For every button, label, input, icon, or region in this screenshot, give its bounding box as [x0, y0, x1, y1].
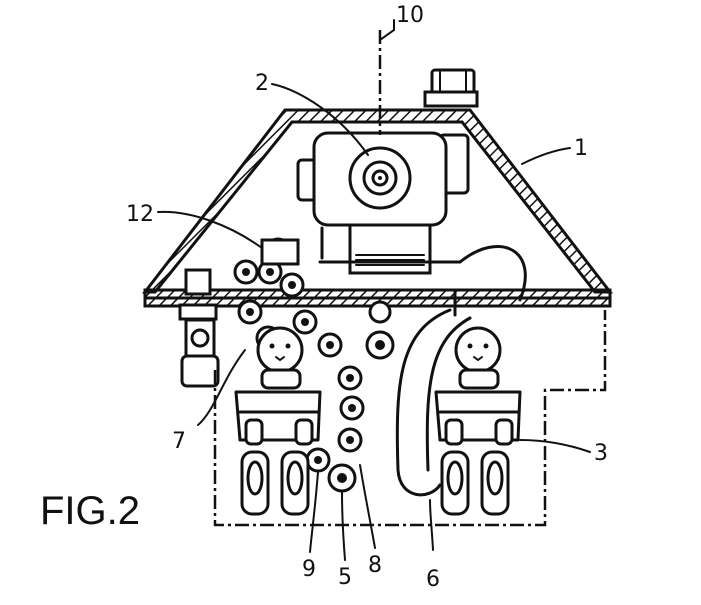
ref-numeral-8: 8: [368, 553, 382, 578]
ref-numeral-10: 10: [396, 3, 424, 28]
ref-numeral-3: 3: [594, 441, 608, 466]
chain-roller: [337, 365, 363, 391]
chain-roller: [233, 259, 259, 285]
chain-roller: [317, 332, 343, 358]
figure-label: FIG.2: [40, 489, 140, 533]
frame-outline: [213, 310, 607, 527]
operator-figure-left: [234, 326, 322, 516]
chain-roller: [279, 272, 305, 298]
chain-roller: [305, 447, 331, 473]
idler-roller: [365, 330, 395, 360]
chain: [233, 237, 395, 493]
ref-numeral-1: 1: [574, 136, 588, 161]
chain-roller: [327, 463, 357, 493]
motor: [296, 131, 470, 275]
idler-roller: [368, 300, 392, 324]
sensor-block: [260, 238, 300, 266]
top-fitting: [423, 68, 479, 108]
operator-figure-right: [434, 326, 522, 516]
ref-numeral-12: 12: [126, 202, 154, 227]
ref-numeral-5: 5: [338, 565, 352, 590]
chain-roller: [337, 427, 363, 453]
chain-roller: [237, 299, 263, 325]
ref-numeral-9: 9: [302, 557, 316, 582]
leader-lines: [157, 19, 591, 561]
chain-roller: [292, 309, 318, 335]
flex-hose: [395, 245, 527, 497]
bolt-assembly: [178, 268, 220, 388]
chain-roller: [339, 395, 365, 421]
ref-numeral-7: 7: [172, 429, 186, 454]
ref-numeral-6: 6: [426, 567, 440, 592]
ref-numeral-2: 2: [255, 71, 269, 96]
